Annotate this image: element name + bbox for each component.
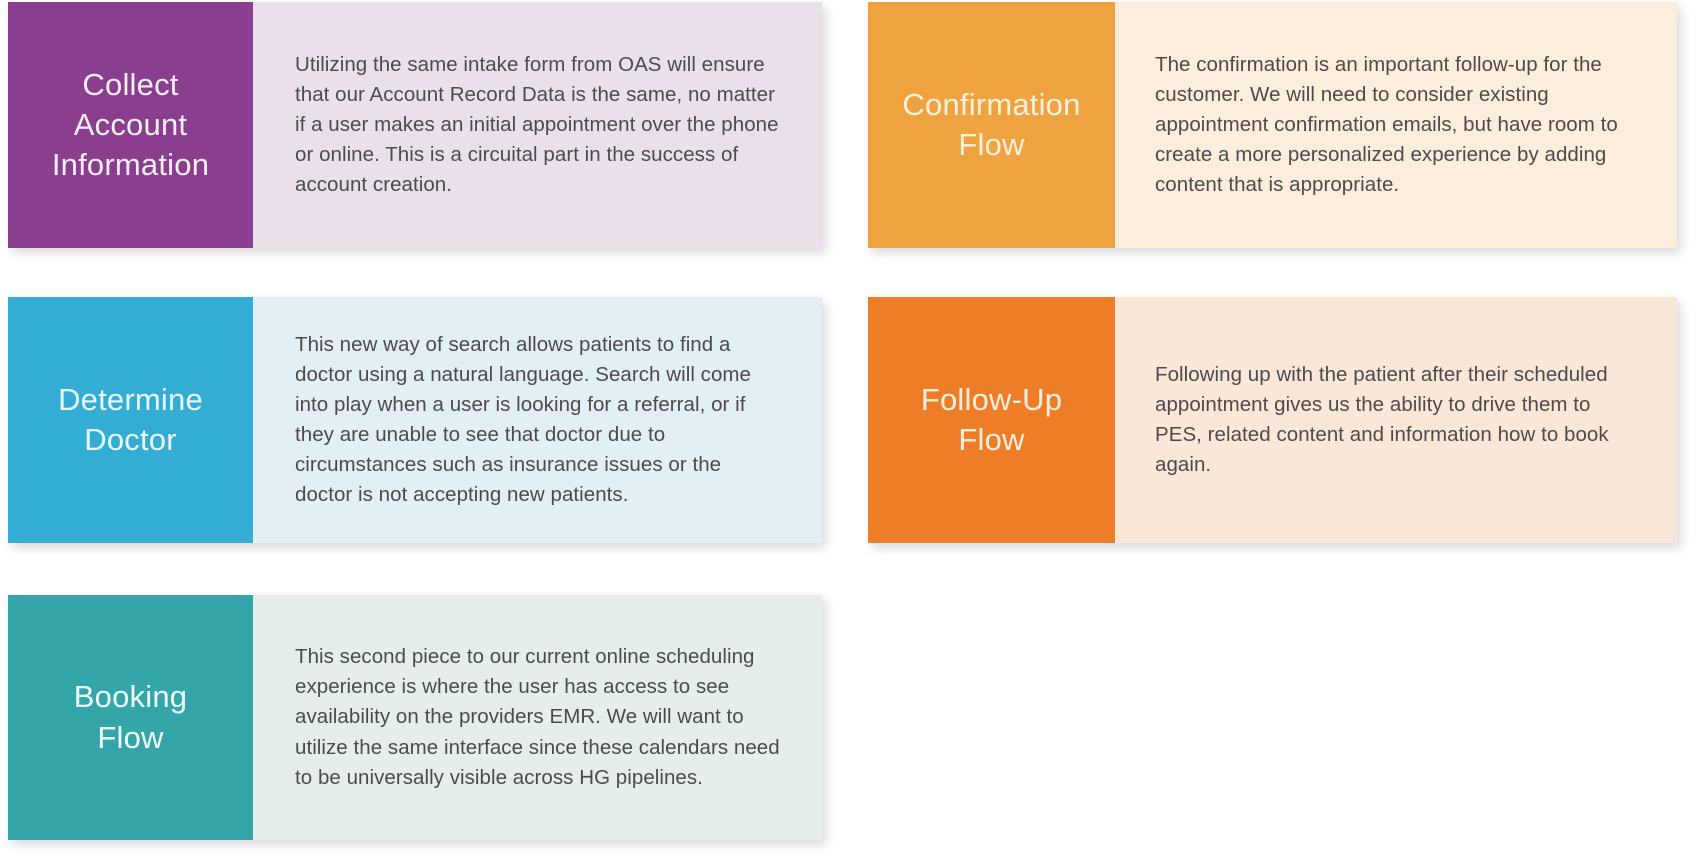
card-header-confirmation-flow: Confirmation Flow (868, 2, 1115, 248)
card-header-follow-up-flow: Follow-Up Flow (868, 297, 1115, 543)
card-description: Following up with the patient after thei… (1155, 362, 1609, 477)
flow-card-booking-flow[interactable]: Booking Flow This second piece to our cu… (8, 595, 822, 840)
card-body-collect-account-information: Utilizing the same intake form from OAS … (253, 2, 822, 248)
card-header-determine-doctor: Determine Doctor (8, 297, 253, 543)
card-description: This new way of search allows patients t… (295, 332, 751, 507)
card-header-collect-account-information: Collect Account Information (8, 2, 253, 248)
card-title: Collect Account Information (51, 66, 210, 183)
flow-card-follow-up-flow[interactable]: Follow-Up Flow Following up with the pat… (868, 297, 1677, 543)
card-description: Utilizing the same intake form from OAS … (295, 52, 779, 197)
flow-card-confirmation-flow[interactable]: Confirmation Flow The confirmation is an… (868, 2, 1677, 248)
card-body-follow-up-flow: Following up with the patient after thei… (1115, 297, 1677, 543)
card-body-booking-flow: This second piece to our current online … (253, 595, 822, 840)
card-header-booking-flow: Booking Flow (8, 595, 253, 840)
card-title: Follow-Up Flow (920, 381, 1063, 457)
flow-card-collect-account-information[interactable]: Collect Account Information Utilizing th… (8, 2, 822, 248)
card-title: Confirmation Flow (902, 86, 1081, 162)
card-description: The confirmation is an important follow-… (1155, 52, 1618, 197)
card-body-confirmation-flow: The confirmation is an important follow-… (1115, 2, 1677, 248)
flow-card-determine-doctor[interactable]: Determine Doctor This new way of search … (8, 297, 822, 543)
card-body-determine-doctor: This new way of search allows patients t… (253, 297, 822, 543)
card-description: This second piece to our current online … (295, 645, 780, 789)
card-title: Determine Doctor (58, 381, 203, 457)
card-title: Booking Flow (73, 679, 188, 755)
